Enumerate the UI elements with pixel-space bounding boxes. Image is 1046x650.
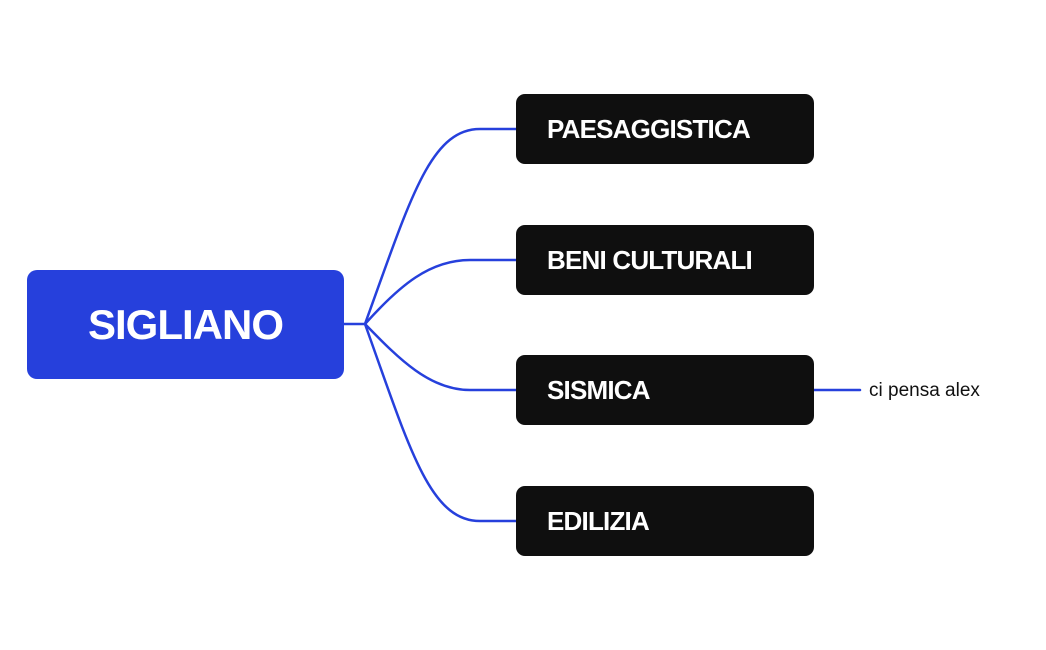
topic-node-sismica[interactable]: SISMICA — [516, 355, 814, 425]
connector-sismica — [363, 322, 518, 392]
topic-node-edilizia[interactable]: EDILIZIA — [516, 486, 814, 556]
root-node-label: SIGLIANO — [87, 300, 284, 348]
connector-edilizia — [363, 322, 518, 523]
topic-node-label: SISMICA — [547, 374, 651, 405]
connector-beni-culturali — [363, 258, 518, 326]
topic-node-label: PAESAGGISTICA — [547, 113, 751, 144]
note-ci-pensa-alex[interactable]: ci pensa alex — [869, 380, 980, 401]
topic-node-paesaggistica[interactable]: PAESAGGISTICA — [516, 94, 814, 164]
root-node-sigliano[interactable]: SIGLIANO — [27, 270, 344, 379]
topic-node-label: EDILIZIA — [547, 505, 650, 536]
topic-node-label: BENI CULTURALI — [547, 244, 753, 275]
connector-paesaggistica — [363, 127, 518, 326]
topic-node-beni-culturali[interactable]: BENI CULTURALI — [516, 225, 814, 295]
